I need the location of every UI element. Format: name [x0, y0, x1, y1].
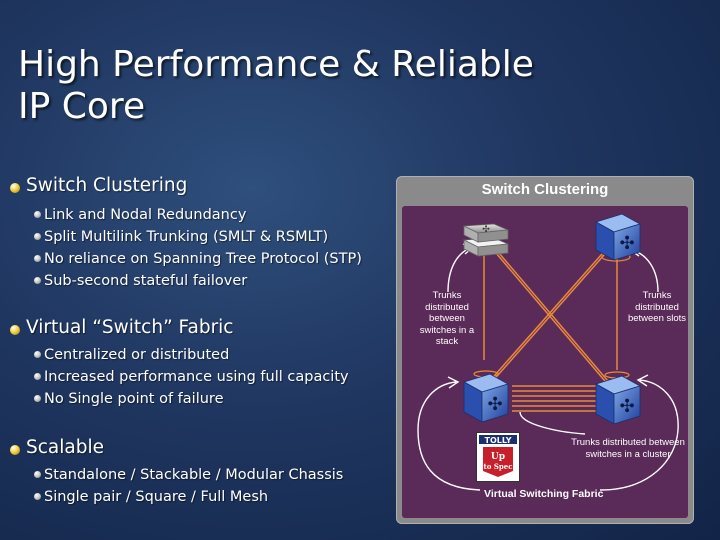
diagram-title: Switch Clustering: [481, 181, 609, 198]
diagram-canvas: [402, 206, 688, 518]
svg-text:✣: ✣: [619, 233, 634, 254]
label-trunks-slots: Trunks distributed between slots: [627, 290, 687, 324]
bullet-icon: [34, 471, 41, 478]
section-virtual-switch-fabric: Virtual “Switch” Fabric Centralized or d…: [8, 316, 349, 410]
list-item-text: No reliance on Spanning Tree Protocol (S…: [44, 251, 362, 267]
list-item: Link and Nodal Redundancy: [8, 204, 362, 226]
list-item-text: Increased performance using full capacit…: [44, 369, 349, 385]
label-trunks-stack: Trunks distributed between switches in a…: [419, 290, 475, 347]
bullet-icon: [34, 255, 41, 262]
stack-switch-icon: ✣: [462, 223, 509, 257]
bullet-icon: [34, 493, 41, 500]
list-item-text: No Single point of failure: [44, 391, 224, 407]
svg-text:TOLLY: TOLLY: [485, 436, 512, 445]
slide-title-line1: High Performance & Reliable: [18, 44, 534, 85]
bullet-icon: [34, 351, 41, 358]
svg-text:to Spec: to Spec: [483, 462, 512, 471]
heading-text: Switch Clustering: [26, 175, 188, 196]
bullet-icon: [10, 445, 20, 455]
chassis-switch-icon: ✣: [594, 213, 642, 261]
bullet-icon: [34, 277, 41, 284]
svg-text:✣: ✣: [482, 225, 490, 235]
bullet-heading: Scalable: [8, 436, 343, 460]
svg-text:✣: ✣: [487, 394, 502, 415]
chassis-switch-icon: ✣: [462, 373, 510, 423]
bullet-icon: [34, 233, 41, 240]
heading-text: Scalable: [26, 437, 104, 458]
list-item: Standalone / Stackable / Modular Chassis: [8, 464, 343, 486]
tolly-badge-icon: TOLLY Up to Spec: [476, 432, 520, 482]
bullet-icon: [34, 395, 41, 402]
section-scalable: Scalable Standalone / Stackable / Modula…: [8, 436, 343, 508]
list-item-text: Link and Nodal Redundancy: [44, 207, 247, 223]
label-trunks-cluster: Trunks distributed between switches in a…: [571, 437, 685, 460]
bullet-heading: Virtual “Switch” Fabric: [8, 316, 349, 340]
bullet-icon: [34, 211, 41, 218]
cluster-links: [512, 385, 596, 412]
list-item-text: Centralized or distributed: [44, 347, 230, 363]
list-item: Centralized or distributed: [8, 344, 349, 366]
list-item: Increased performance using full capacit…: [8, 366, 349, 388]
bullet-heading: Switch Clustering: [8, 174, 362, 198]
diagram-footer: Virtual Switching Fabric: [484, 488, 604, 500]
bullet-icon: [34, 373, 41, 380]
list-item-text: Sub-second stateful failover: [44, 273, 248, 289]
list-item: Split Multilink Trunking (SMLT & RSMLT): [8, 226, 362, 248]
list-item-text: Single pair / Square / Full Mesh: [44, 489, 269, 505]
slide-title: High Performance & Reliable IP Core: [18, 44, 618, 128]
cross-links: [479, 245, 620, 395]
list-item-text: Standalone / Stackable / Modular Chassis: [44, 467, 344, 483]
list-item-text: Split Multilink Trunking (SMLT & RSMLT): [44, 229, 329, 245]
svg-text:Up: Up: [491, 452, 505, 462]
slide-title-line2: IP Core: [18, 86, 146, 127]
list-item: Sub-second stateful failover: [8, 270, 362, 292]
bullet-icon: [10, 325, 20, 335]
bullet-icon: [10, 183, 20, 193]
list-item: Single pair / Square / Full Mesh: [8, 486, 343, 508]
svg-text:✣: ✣: [619, 396, 634, 417]
tolly-logo-icon: TOLLY Up to Spec: [477, 433, 519, 481]
switch-clustering-diagram: Switch Clustering: [396, 176, 694, 524]
list-item: No reliance on Spanning Tree Protocol (S…: [8, 248, 362, 270]
heading-text: Virtual “Switch” Fabric: [26, 317, 234, 338]
chassis-switch-icon: ✣: [594, 375, 642, 425]
list-item: No Single point of failure: [8, 388, 349, 410]
section-switch-clustering: Switch Clustering Link and Nodal Redunda…: [8, 174, 362, 292]
